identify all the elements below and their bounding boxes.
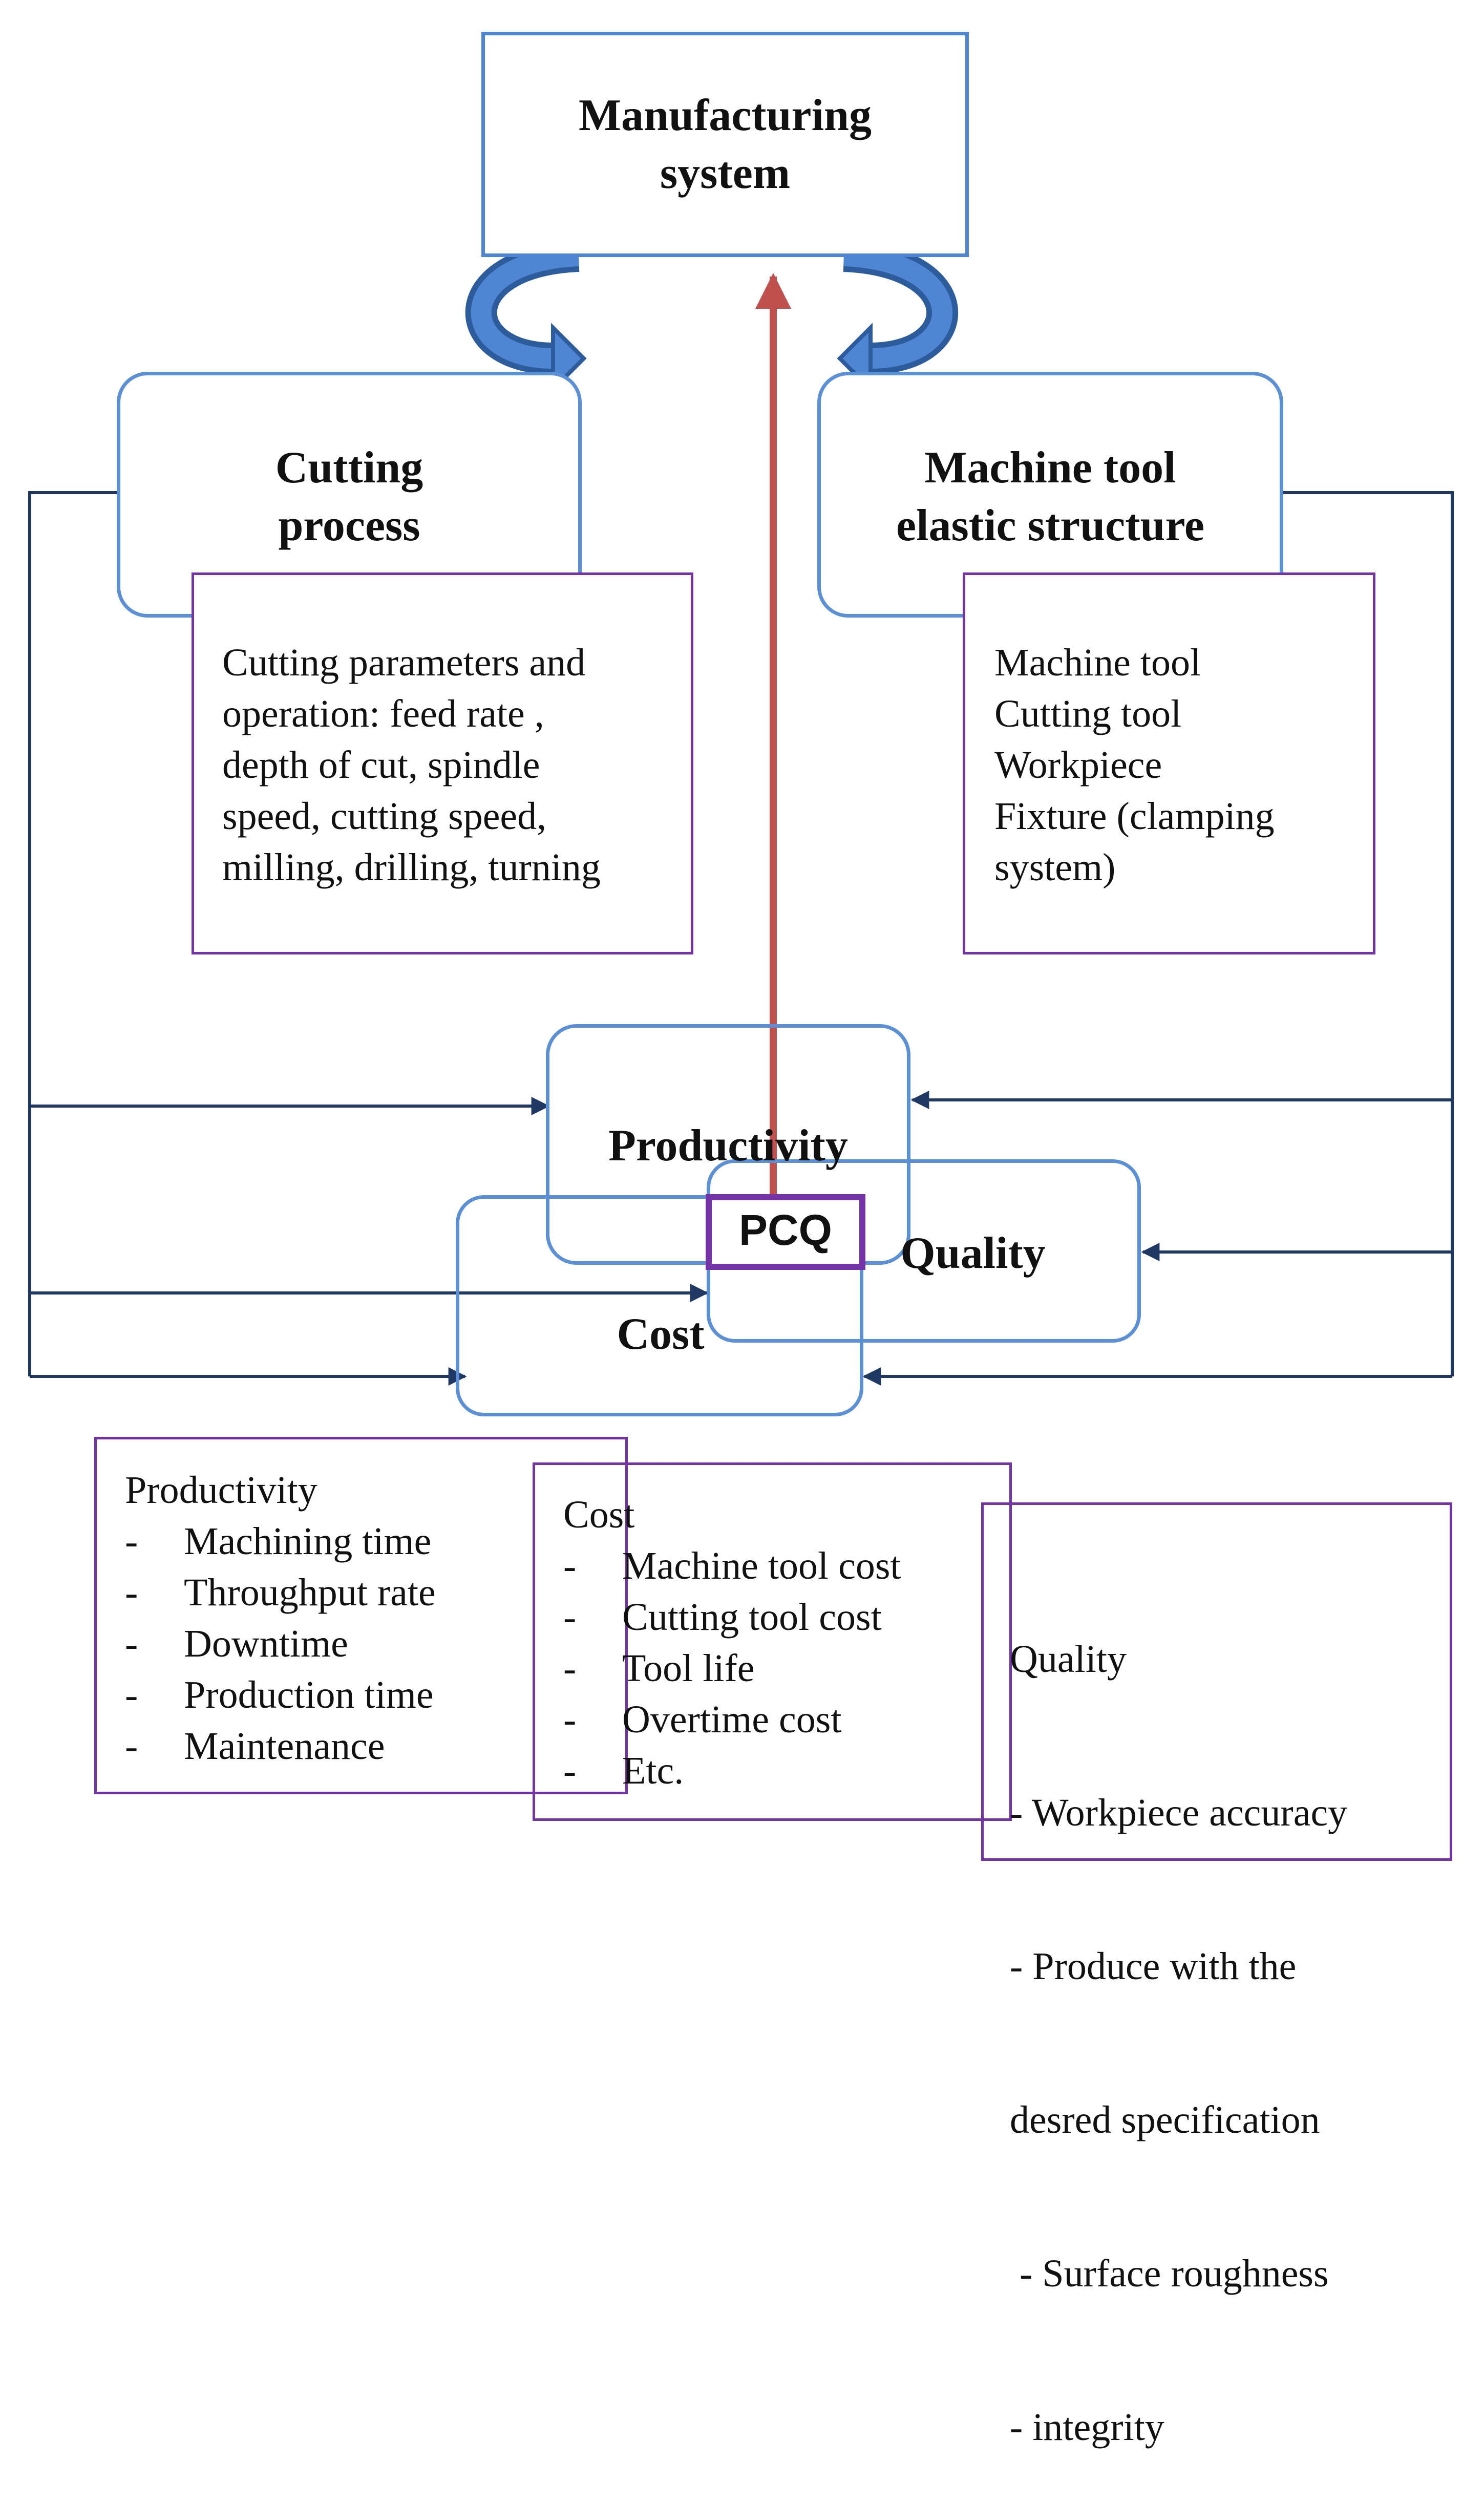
cutting-detail-line: depth of cut, spindle <box>222 744 540 787</box>
quality-details-text: Quality - Workpiece accuracy - Produce w… <box>1010 1531 1347 2504</box>
cutting-line1: Cutting <box>275 443 423 493</box>
cutting-detail-line: Cutting parameters and <box>222 641 586 684</box>
quality-line: - Surface roughness <box>1010 2252 1329 2295</box>
cost-label: Cost <box>617 1309 705 1359</box>
machine-tool-structure-title: Machine tool elastic structure <box>817 439 1283 555</box>
cost-item: -Etc. <box>563 1749 684 1792</box>
cutting-details-box <box>192 572 693 954</box>
quality-line: - Produce with the <box>1010 1945 1297 1988</box>
productivity-item: -Throughput rate <box>125 1571 436 1614</box>
cutting-line2: process <box>278 500 420 550</box>
curved-arrow-left-icon <box>465 240 587 394</box>
cutting-detail-line: speed, cutting speed, <box>222 795 547 838</box>
pcq-box <box>706 1194 865 1270</box>
cost-details-text: Cost -Machine tool cost -Cutting tool co… <box>563 1489 901 1796</box>
cutting-detail-line: operation: feed rate , <box>222 692 544 735</box>
manufacturing-line1: Manufacturing <box>579 91 872 140</box>
machine-detail-line: Machine tool <box>994 641 1201 684</box>
productivity-details-text: Productivity -Machining time -Throughput… <box>125 1465 436 1772</box>
machine-line1: Machine tool <box>924 443 1176 493</box>
cost-details-box <box>533 1462 1012 1821</box>
machine-detail-line: system) <box>994 846 1116 889</box>
manufacturing-system-title: Manufacturing system <box>481 87 969 202</box>
machine-detail-line: Cutting tool <box>994 692 1182 735</box>
machine-detail-line: Workpiece <box>994 744 1162 787</box>
quality-details-box <box>981 1502 1452 1861</box>
quality-label: Quality <box>900 1228 1046 1278</box>
quality-line: - Workpiece accuracy <box>1010 1791 1348 1834</box>
right-connector <box>862 491 1454 1386</box>
productivity-item: -Machining time <box>125 1520 432 1563</box>
cost-item: -Tool life <box>563 1647 755 1690</box>
quality-heading: Quality <box>1010 1638 1127 1681</box>
machine-detail-line: Fixture (clamping <box>994 795 1275 838</box>
machine-line2: elastic structure <box>896 500 1204 550</box>
cutting-detail-line: milling, drilling, turning <box>222 846 601 889</box>
manufacturing-line2: system <box>660 148 791 198</box>
cost-item: -Machine tool cost <box>563 1544 901 1587</box>
connector-layer <box>28 240 1454 1386</box>
cost-item: -Overtime cost <box>563 1698 842 1741</box>
productivity-details-box <box>94 1437 628 1794</box>
productivity-item: -Production time <box>125 1673 434 1716</box>
curved-arrow-right-icon <box>837 240 958 394</box>
cost-heading: Cost <box>563 1493 635 1536</box>
quality-line: - integrity <box>1010 2406 1164 2449</box>
productivity-heading: Productivity <box>125 1469 317 1512</box>
cutting-details-text: Cutting parameters and operation: feed r… <box>222 637 601 893</box>
productivity-label: Productivity <box>608 1121 848 1171</box>
cost-node <box>456 1195 863 1416</box>
machine-details-text: Machine tool Cutting tool Workpiece Fixt… <box>994 637 1275 893</box>
productivity-item: -Maintenance <box>125 1725 385 1768</box>
cutting-process-title: Cutting process <box>117 439 582 555</box>
manufacturing-system-node <box>481 32 969 257</box>
machine-details-box <box>963 572 1375 954</box>
cost-item: -Cutting tool cost <box>563 1596 882 1639</box>
left-connector <box>28 491 709 1386</box>
quality-line: desred specification <box>1010 2098 1320 2141</box>
productivity-item: -Downtime <box>125 1622 348 1665</box>
pcq-label: PCQ <box>738 1206 833 1254</box>
